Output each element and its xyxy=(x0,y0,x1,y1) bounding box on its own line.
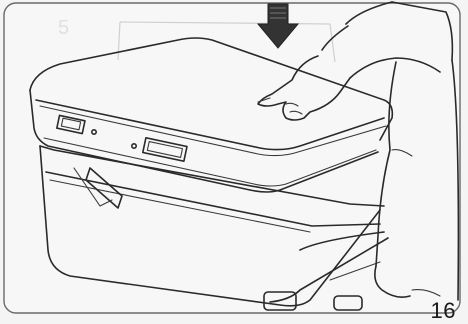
page-number: 16 xyxy=(431,298,456,324)
ghost-step-label: 5 xyxy=(58,17,69,39)
illustration-frame xyxy=(4,3,460,313)
